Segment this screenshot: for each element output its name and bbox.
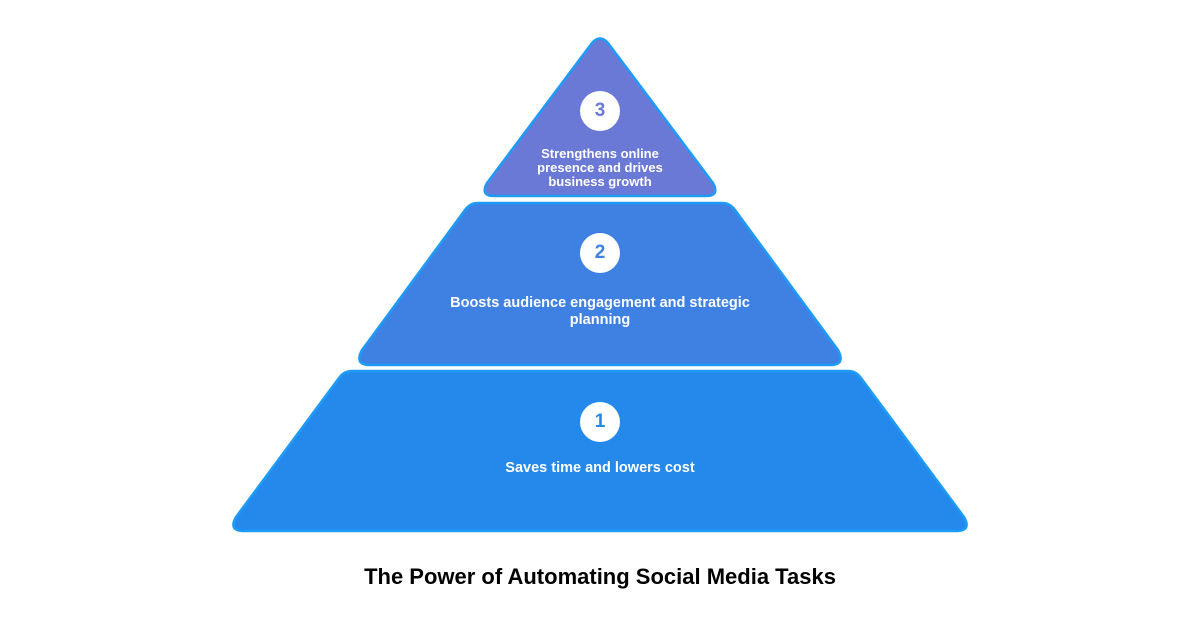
tier-2-number-badge: 2 xyxy=(580,233,620,273)
tier-3-number: 3 xyxy=(594,100,606,121)
pyramid-tier-1-shape xyxy=(232,369,968,533)
tier-2-number: 2 xyxy=(594,242,606,263)
tier-3-label: Strengthens online presence and drives b… xyxy=(537,146,663,189)
tier-1-number: 1 xyxy=(594,411,606,432)
tier-1-number-badge: 1 xyxy=(580,402,620,442)
tier-2-label: Boosts audience engagement and strategic… xyxy=(450,295,750,328)
pyramid-tier-2-shape xyxy=(358,201,842,367)
tier-1-label: Saves time and lowers cost xyxy=(505,460,695,476)
diagram-title: The Power of Automating Social Media Tas… xyxy=(364,564,836,589)
tier-3-number-badge: 3 xyxy=(580,91,620,131)
